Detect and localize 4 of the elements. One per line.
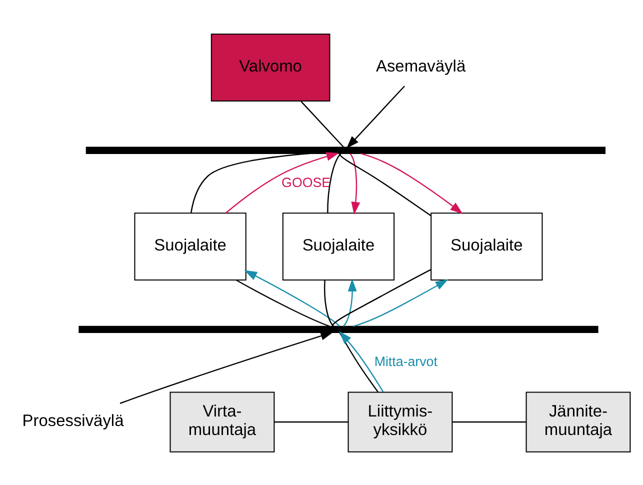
node-text: Prosessiväylä <box>22 411 124 430</box>
edge-label: GOOSE <box>282 174 331 190</box>
edge-label: Mitta-arvot <box>374 353 438 368</box>
node-text: Asemaväylä <box>376 56 466 75</box>
